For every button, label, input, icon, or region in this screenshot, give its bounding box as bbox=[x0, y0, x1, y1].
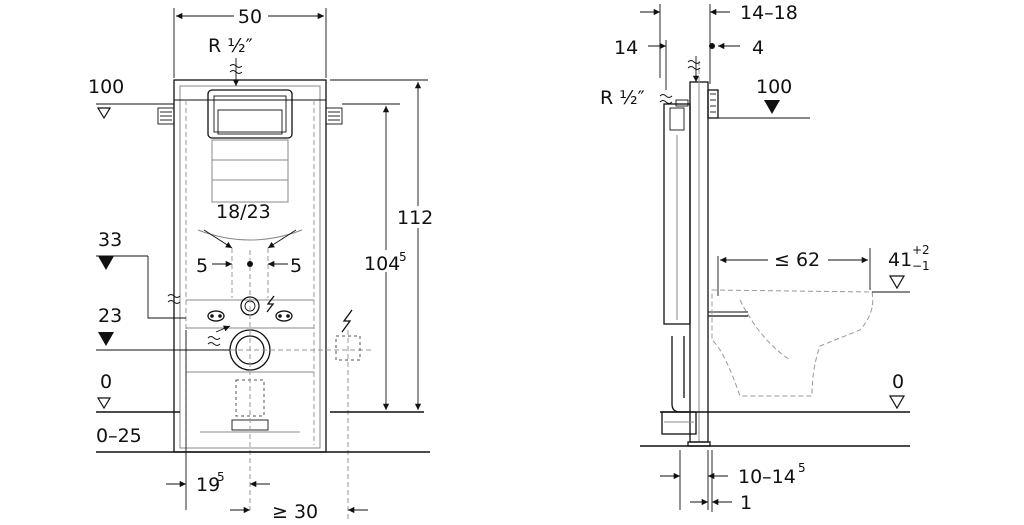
height-inner-sup: 5 bbox=[399, 250, 407, 264]
floor-range-label: 0–25 bbox=[96, 425, 142, 447]
front-view: 50 R ½″ 100 33 23 0 bbox=[88, 6, 438, 523]
height-inner-label: 104 bbox=[364, 253, 400, 275]
dim-10-14-label: 10–14 bbox=[738, 466, 796, 488]
level-marker-100: 100 bbox=[88, 76, 174, 120]
electrical-box bbox=[335, 309, 361, 520]
depth-dimension: ≤ 62 bbox=[717, 248, 871, 296]
level-41-minus: −1 bbox=[912, 259, 930, 273]
side-level-0-label: 0 bbox=[892, 371, 904, 393]
side-level-100: 100 bbox=[718, 76, 810, 119]
spacing-left-label: 5 bbox=[196, 255, 208, 277]
level-marker-23: 23 bbox=[96, 305, 231, 351]
bottom-offsets: 19 5 ≥ 30 bbox=[166, 330, 368, 523]
dim-4-label: 4 bbox=[752, 37, 764, 59]
spacing-right-label: 5 bbox=[290, 255, 302, 277]
supply-label: R ½″ bbox=[208, 35, 253, 57]
dim-14-18: 14–18 bbox=[640, 2, 798, 84]
level-marker-33: 33 bbox=[96, 229, 186, 319]
level-41-label: 41 bbox=[888, 249, 912, 271]
dim-14-label: 14 bbox=[614, 37, 638, 59]
dim-14: 14 bbox=[614, 37, 667, 90]
width-dimension: 50 bbox=[173, 6, 327, 78]
side-level-41: 41 +2 −1 bbox=[872, 243, 930, 293]
depth-label: ≤ 62 bbox=[774, 249, 820, 271]
level-marker-0: 0 bbox=[96, 371, 112, 410]
level-0-label: 0 bbox=[100, 371, 112, 393]
side-view: 14–18 14 4 R ½″ 100 bbox=[600, 2, 930, 514]
width-label: 50 bbox=[238, 6, 262, 28]
dim-10-14-sup: 5 bbox=[798, 461, 806, 475]
level-33-label: 33 bbox=[98, 229, 122, 251]
dim-1: 1 bbox=[690, 450, 752, 514]
dim-4: 4 bbox=[709, 37, 764, 59]
offset-bottom-label: 19 bbox=[196, 474, 220, 496]
spacing-18-23: 18/23 5 5 bbox=[196, 201, 302, 298]
mounting-bolts bbox=[207, 310, 293, 322]
dim-1-label: 1 bbox=[740, 492, 752, 514]
power-symbol-icon bbox=[266, 295, 275, 313]
height-dimensions: 112 104 5 bbox=[330, 79, 438, 410]
level-41-plus: +2 bbox=[912, 243, 930, 257]
wc-bowl bbox=[711, 289, 874, 397]
offset-bottom-sup: 5 bbox=[217, 470, 225, 484]
height-total-label: 112 bbox=[397, 207, 433, 229]
level-23-label: 23 bbox=[98, 305, 122, 327]
dim-10-14: 10–14 5 bbox=[660, 450, 806, 510]
level-100-label: 100 bbox=[88, 76, 124, 98]
side-level-0: 0 bbox=[888, 371, 906, 410]
dim-14-18-label: 14–18 bbox=[740, 2, 798, 24]
side-frame bbox=[661, 60, 748, 447]
side-level-100-label: 100 bbox=[756, 76, 792, 98]
side-supply-label: R ½″ bbox=[600, 87, 645, 109]
min-distance-label: ≥ 30 bbox=[272, 501, 318, 523]
spacing-center-label: 18/23 bbox=[216, 201, 271, 223]
